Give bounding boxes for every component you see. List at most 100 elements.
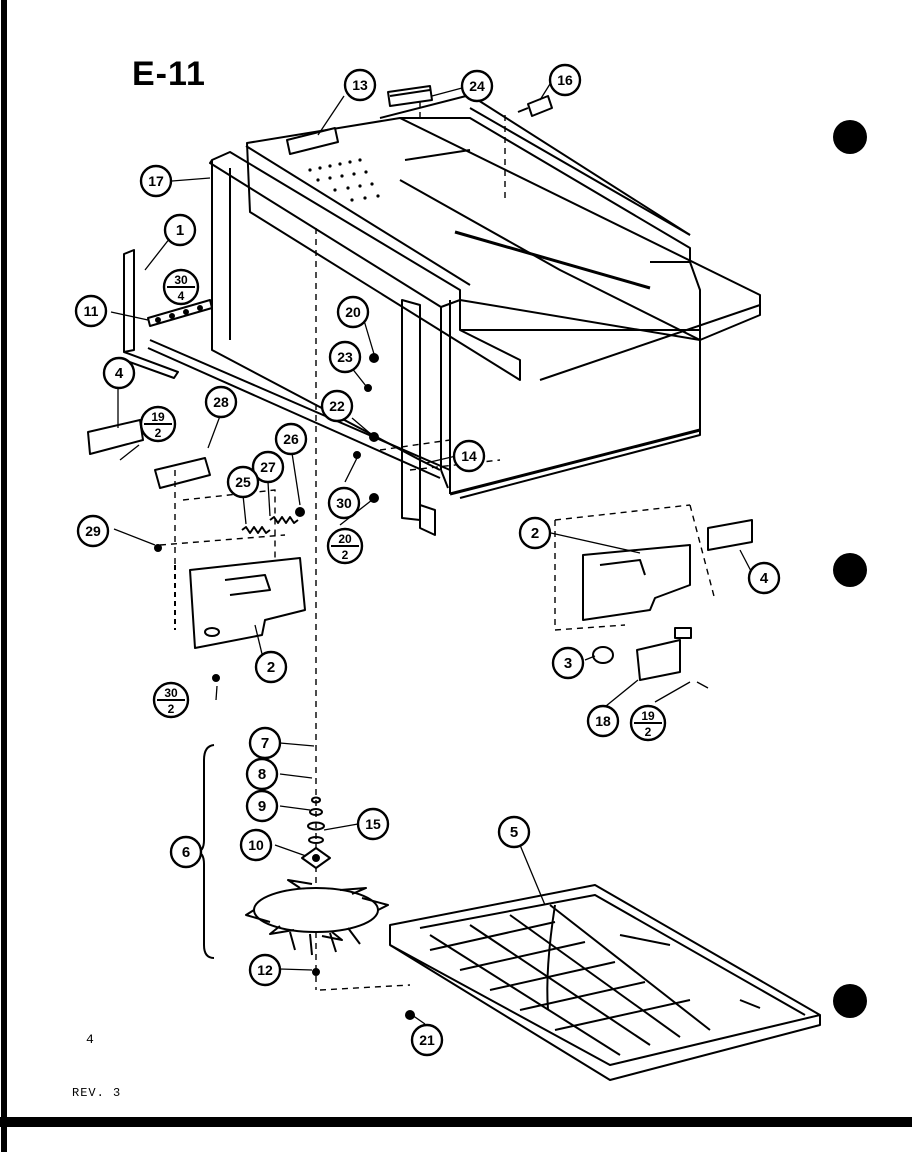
fraction-callout-19-2: 192 [139,405,177,443]
callout-8: 8 [245,757,279,791]
fraction-numerator: 30 [164,686,178,700]
fraction-numerator: 30 [174,273,188,287]
callout-number: 5 [510,824,518,841]
callout-16: 16 [548,63,582,97]
callout-circle [163,213,197,247]
callout-2: 2 [254,650,288,684]
fraction-denominator: 4 [178,289,185,303]
fraction-numerator: 19 [151,410,165,424]
callout-7: 7 [248,726,282,760]
callout-number: 2 [531,525,539,542]
control-panel-right [582,519,753,621]
callout-circle [452,439,486,473]
callout-6: 6 [169,835,203,869]
callout-circle [254,650,288,684]
callout-20: 20 [336,295,370,329]
callout-23: 23 [328,340,362,374]
lower-front-edge [147,339,451,479]
callout-circle [204,385,238,419]
callout-circle [586,704,620,738]
fraction-numerator: 20 [338,532,352,546]
callout-circle [239,828,273,862]
fraction-callout-20-2: 202 [326,527,364,565]
callout-circle [139,164,173,198]
top-vent-dots [308,158,380,202]
fraction-callout-19-2: 192 [629,704,667,742]
fraction-numerator: 19 [641,709,655,723]
callout-30: 30 [327,486,361,520]
leader-lines [110,83,753,1025]
callout-circle [327,486,361,520]
bracket-28 [154,457,211,489]
callout-14: 14 [452,439,486,473]
callout-number: 28 [213,394,229,410]
callout-circle [460,69,494,103]
callout-number: 9 [258,798,266,815]
callout-number: 17 [148,173,164,189]
switch-18 [636,627,692,681]
callout-circle [548,63,582,97]
callout-circle [551,646,585,680]
callout-12: 12 [248,953,282,987]
callout-number: 8 [258,766,266,783]
callout-circle [410,1023,444,1057]
callout-number: 30 [336,495,352,511]
page-number: 4 [86,1032,94,1047]
binder-holes [833,120,867,1018]
fan-blade [245,879,389,956]
callout-4: 4 [747,561,781,595]
callout-circle [328,340,362,374]
callout-number: 3 [564,655,572,672]
figure-id: E-11 [132,55,206,93]
base-pan [389,884,821,1081]
callout-circle [245,789,279,823]
callout-24: 24 [460,69,494,103]
callout-number: 10 [248,837,264,853]
callout-29: 29 [76,514,110,548]
callout-circle [747,561,781,595]
callout-11: 11 [74,294,108,328]
binder-hole [833,984,867,1018]
callout-number: 11 [84,303,99,319]
callout-number: 21 [419,1032,435,1048]
assembly-lines [159,90,716,991]
callout-27: 27 [251,450,285,484]
callout-26: 26 [274,422,308,456]
callout-18: 18 [586,704,620,738]
callout-number: 14 [461,448,477,464]
control-panel-left [174,557,306,649]
bracket-11 [147,299,213,327]
callout-number: 29 [85,523,101,539]
callout-circle [248,726,282,760]
left-bar [123,249,179,379]
callout-circle [497,815,531,849]
binder-hole [833,120,867,154]
callout-circle [336,295,370,329]
callout-number: 4 [115,365,124,382]
cabinet-body [449,300,761,499]
fraction-callout-30-4: 304 [162,268,200,306]
fraction-denominator: 2 [342,548,349,562]
panel-4-right [707,519,753,551]
callout-3: 3 [551,646,585,680]
side-rail [401,299,436,536]
callout-28: 28 [204,385,238,419]
callout-number: 6 [182,844,190,861]
callout-number: 22 [329,398,345,414]
callout-number: 23 [337,349,353,365]
fraction-denominator: 2 [168,702,175,716]
callout-number: 27 [260,459,276,475]
callout-22: 22 [320,389,354,423]
callout-number: 18 [595,713,611,729]
callout-number: 7 [261,735,269,752]
callout-21: 21 [410,1023,444,1057]
callout-circle [343,68,377,102]
callout-1: 1 [163,213,197,247]
callout-number: 16 [557,72,573,88]
screws [154,353,415,1020]
fan-motor-stack [301,796,331,869]
callout-number: 20 [345,304,361,320]
